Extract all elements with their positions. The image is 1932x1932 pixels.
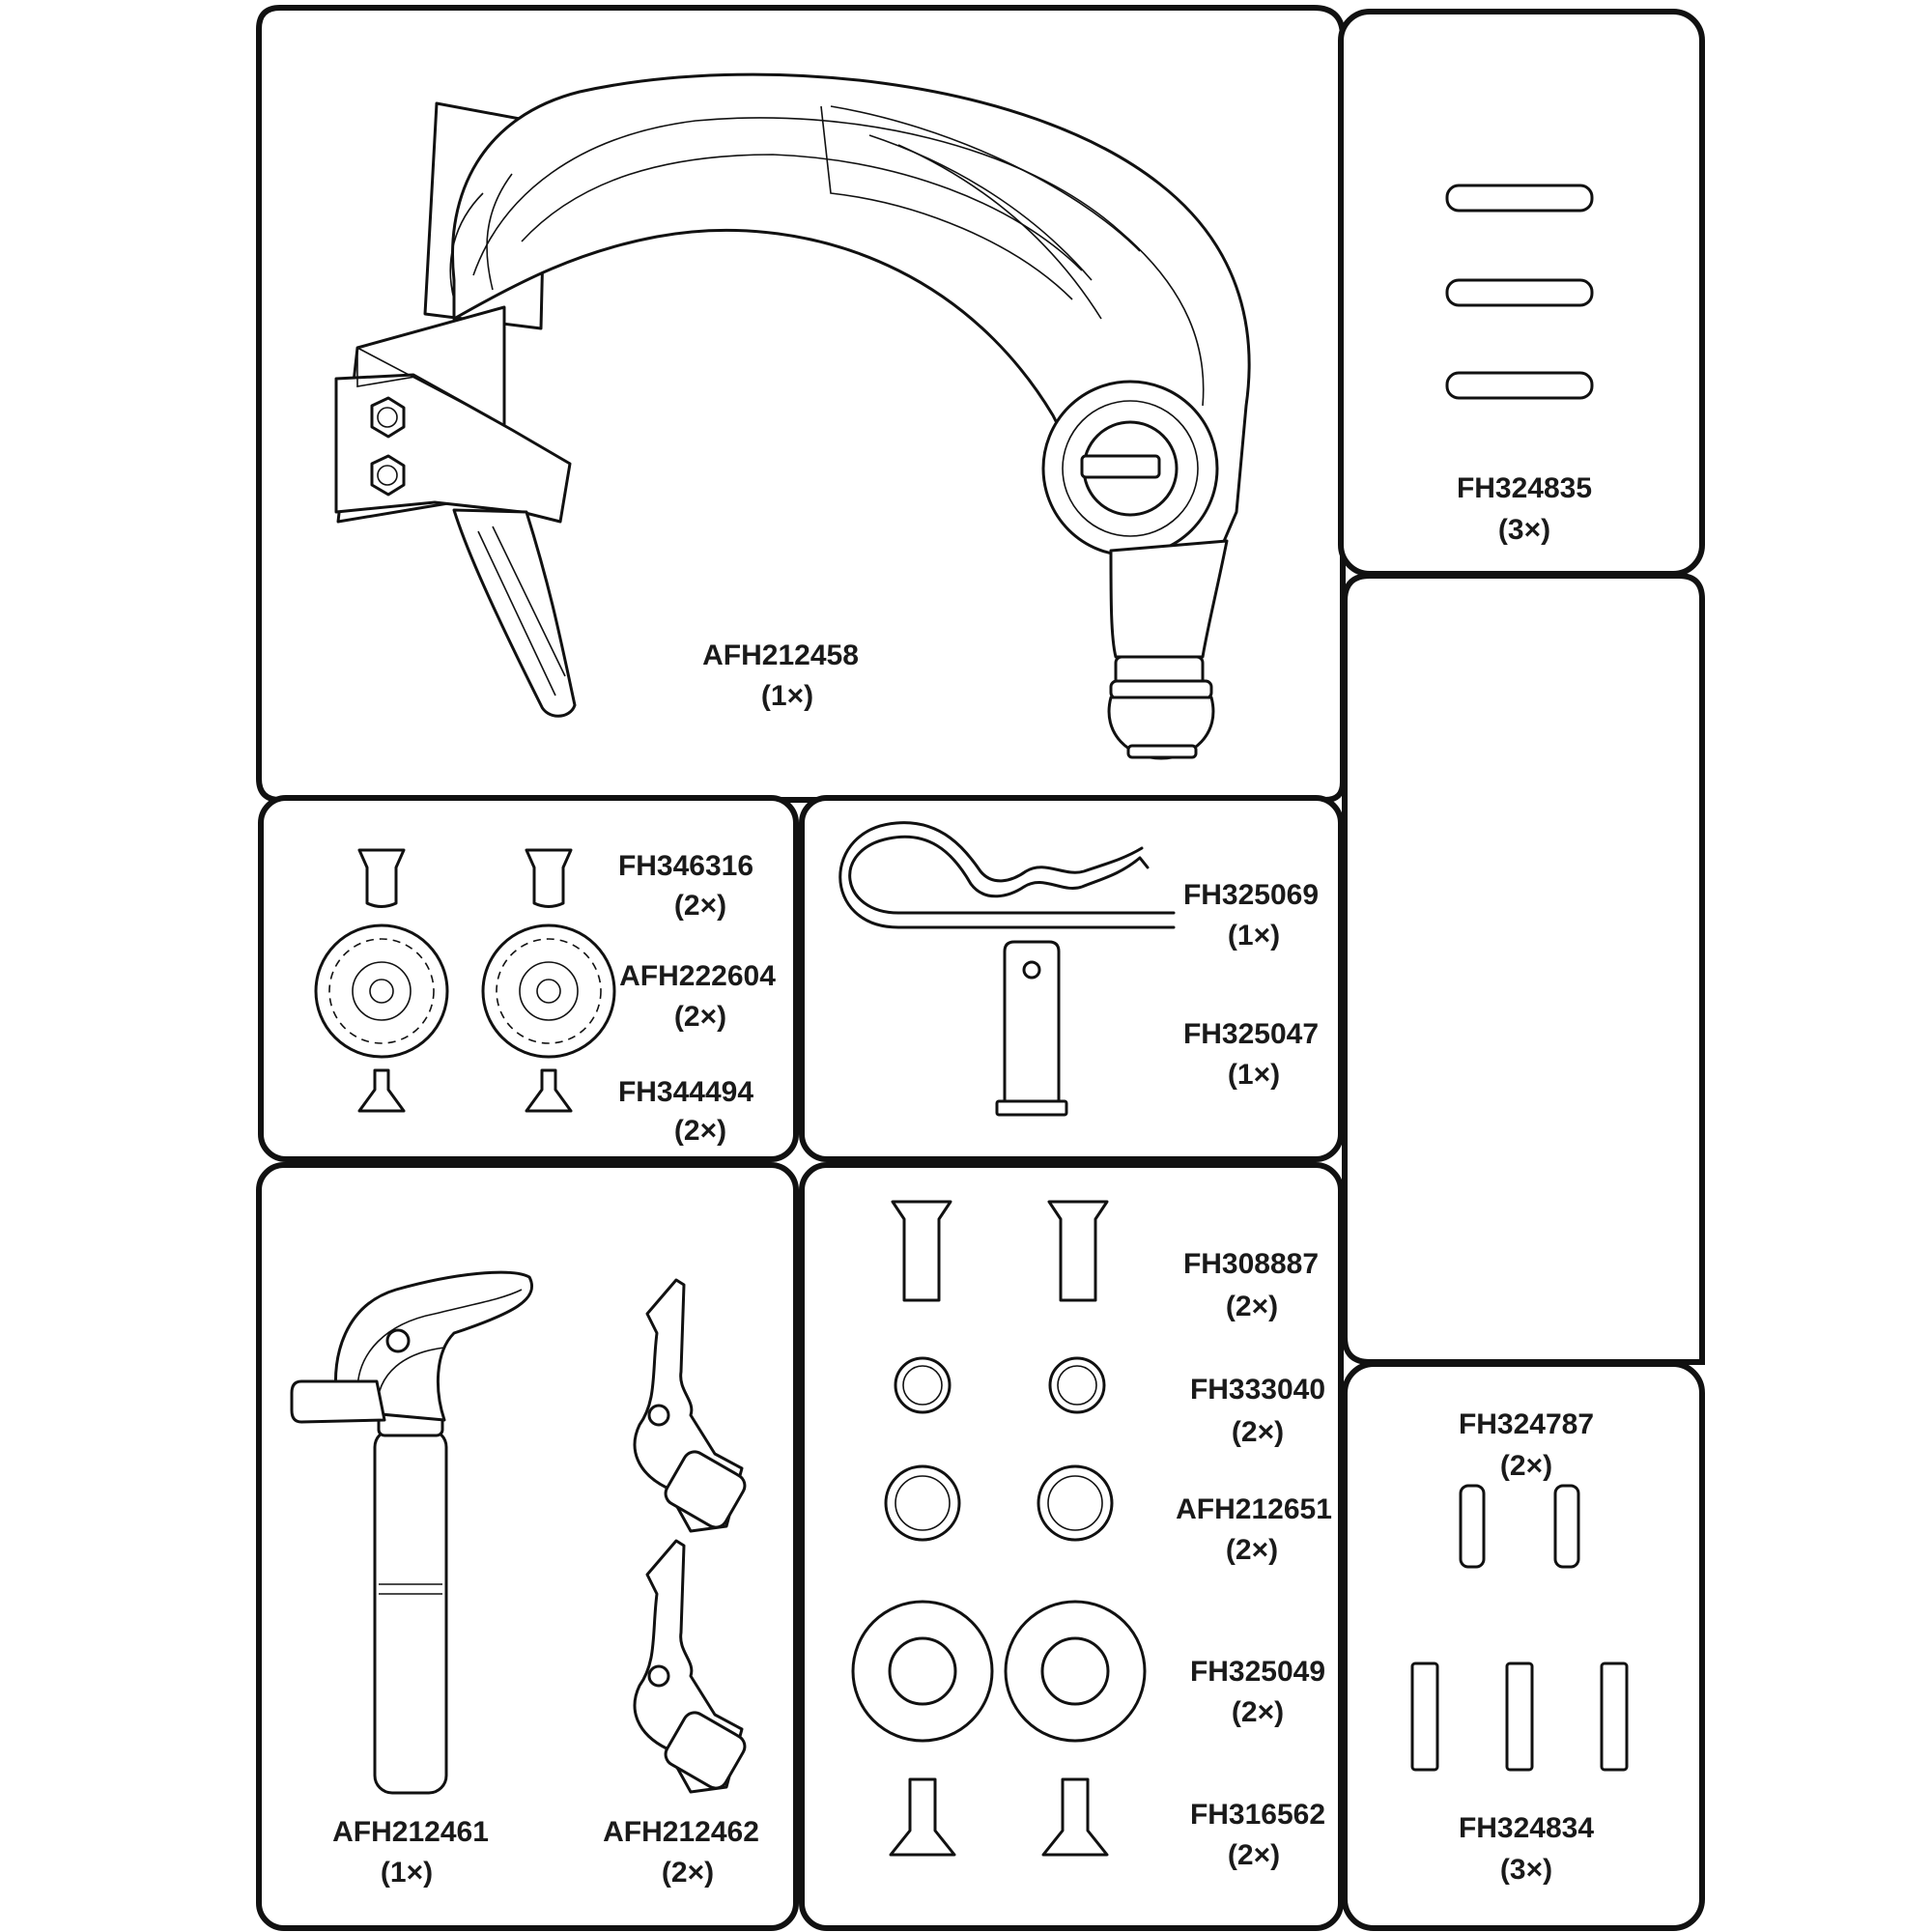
screw-icon	[357, 848, 406, 908]
screw-icon	[357, 1068, 406, 1113]
screw-icon	[1047, 1200, 1109, 1302]
part-code: AFH212651	[1176, 1493, 1332, 1525]
screw-icon	[889, 1777, 956, 1857]
part-qty: (2×)	[1226, 1291, 1278, 1322]
part-code: FH324787	[1459, 1408, 1594, 1440]
pins-fh324835-drawing	[1445, 184, 1594, 400]
part-qty: (2×)	[674, 890, 726, 922]
part-qty: (3×)	[1500, 1854, 1552, 1886]
pin-icon	[1445, 371, 1594, 400]
part-qty: (1×)	[1228, 920, 1280, 952]
pin-icon	[1445, 278, 1594, 307]
part-qty: (2×)	[674, 1115, 726, 1147]
part-code: FH325069	[1183, 879, 1319, 911]
panel-right-middle	[1342, 573, 1705, 1365]
ring-icon	[884, 1464, 961, 1542]
bushing-icon	[314, 923, 449, 1059]
screw-icon	[891, 1200, 952, 1302]
part-labels: AFH212458 (1×) FH324835 (3×) FH346316 (2…	[332, 472, 1594, 1889]
part-code: FH325049	[1190, 1656, 1325, 1688]
screw-icon	[1041, 1777, 1109, 1857]
part-code: FH333040	[1190, 1374, 1325, 1406]
handle-shaft	[373, 1428, 448, 1795]
hair-pin-clip-icon	[848, 835, 1176, 915]
part-qty: (1×)	[761, 680, 813, 712]
pin-icon	[1600, 1662, 1629, 1772]
part-qty: (1×)	[1228, 1059, 1280, 1091]
part-code: AFH212461	[332, 1816, 489, 1848]
bushing-icon	[481, 923, 616, 1059]
handle-drawing	[290, 1270, 534, 1795]
part-qty: (2×)	[1226, 1534, 1278, 1566]
part-qty: (2×)	[674, 1001, 726, 1033]
part-qty: (2×)	[1232, 1416, 1284, 1448]
part-code: AFH212462	[603, 1816, 759, 1848]
part-qty: (2×)	[1500, 1450, 1552, 1482]
panel-clip-pin	[799, 795, 1344, 1162]
levers-drawing	[633, 1278, 747, 1794]
pin-icon	[1505, 1662, 1534, 1772]
part-qty: (1×)	[381, 1857, 433, 1889]
part-qty: (3×)	[1498, 514, 1550, 546]
pin-icon	[1445, 184, 1594, 213]
pin-icon	[1410, 1662, 1439, 1772]
part-qty: (2×)	[662, 1857, 714, 1889]
ring-icon	[1037, 1464, 1114, 1542]
part-code: FH316562	[1190, 1799, 1325, 1831]
part-code: FH324834	[1459, 1812, 1594, 1844]
part-code: FH325047	[1183, 1018, 1319, 1050]
panel-small-pins	[1342, 1361, 1705, 1931]
clip-pin-drawing	[838, 821, 1176, 1117]
bushings-drawing	[314, 848, 616, 1113]
small-pins-drawing	[1410, 1484, 1629, 1772]
pin-icon	[1459, 1484, 1486, 1569]
part-code: AFH212458	[702, 639, 859, 671]
part-qty: (2×)	[1232, 1696, 1284, 1728]
clevis-pin-icon	[1003, 940, 1061, 1103]
pin-icon	[1553, 1484, 1580, 1569]
part-qty: (2×)	[1228, 1839, 1280, 1871]
part-code: FH308887	[1183, 1248, 1319, 1280]
part-code: AFH222604	[619, 960, 776, 992]
part-code: FH344494	[618, 1076, 753, 1108]
screw-icon	[525, 1068, 573, 1113]
bracket-drawing	[334, 72, 1251, 760]
hardware-drawing	[851, 1200, 1147, 1857]
part-code: FH346316	[618, 850, 753, 882]
screw-icon	[525, 848, 573, 908]
part-code: FH324835	[1457, 472, 1592, 504]
